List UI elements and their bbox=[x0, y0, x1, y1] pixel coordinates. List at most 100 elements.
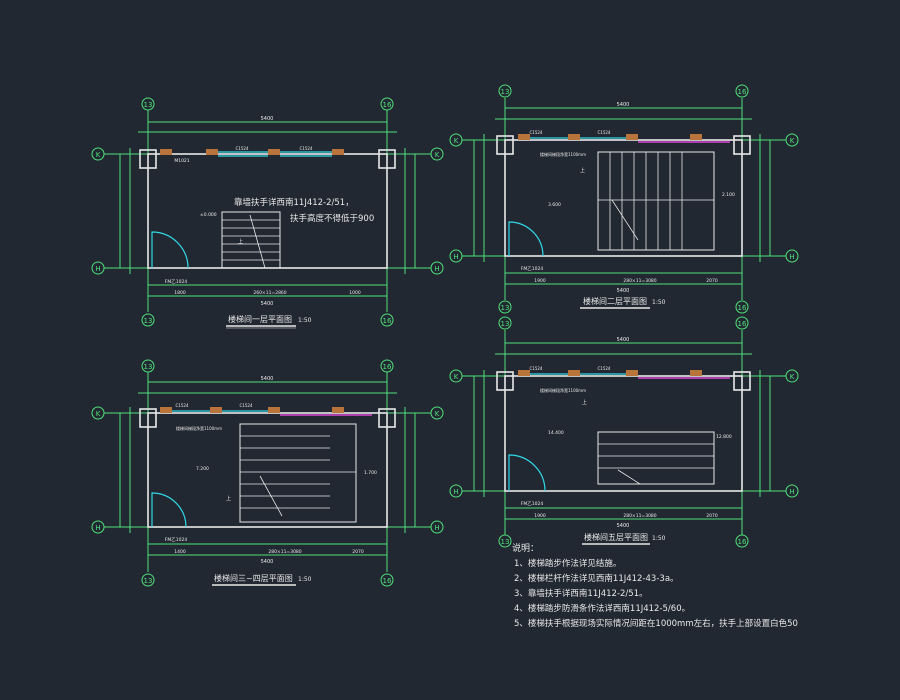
plan-title: 楼梯间五层平面图 bbox=[584, 532, 648, 542]
plan-title: 楼梯间二层平面图 bbox=[583, 296, 647, 306]
axis-label: K bbox=[96, 410, 101, 418]
notes-heading: 说明： bbox=[512, 542, 539, 554]
dim-sub: 1400 bbox=[174, 549, 186, 555]
dim-sub: 1900 bbox=[534, 278, 546, 284]
plan-third-fourth-floor: 13 16 13 16 K H K H 5400 5400 1400 280×1… bbox=[91, 359, 444, 587]
plan-scale: 1:50 bbox=[652, 299, 666, 306]
door-label: FM乙1024 bbox=[165, 536, 188, 543]
dim-sub: 1900 bbox=[534, 513, 546, 519]
axis-label: 16 bbox=[383, 363, 392, 371]
axis-label: 13 bbox=[144, 363, 153, 371]
dim-sub: 280×11=3080 bbox=[623, 278, 656, 284]
dim-overall: 5400 bbox=[617, 288, 630, 294]
plan-scale: 1:50 bbox=[298, 576, 312, 583]
axis-label: 13 bbox=[501, 88, 510, 96]
plan-second-floor: 13 16 13 16 K H K H 5400 5400 1900 280×1… bbox=[449, 84, 799, 314]
note-item: 1、楼梯踏步作法详见结施。 bbox=[514, 558, 621, 569]
axis-label: 13 bbox=[501, 304, 510, 312]
axis-label: K bbox=[790, 373, 795, 381]
dim-sub: 2070 bbox=[352, 549, 364, 555]
note-line: 楼梯间梯段净宽1100mm bbox=[540, 151, 586, 157]
dim-overall: 5400 bbox=[261, 116, 274, 122]
axis-label: 16 bbox=[383, 577, 392, 585]
note-item: 3、靠墙扶手详西南11J412-2/51。 bbox=[514, 588, 648, 599]
axis-label: 16 bbox=[383, 101, 392, 109]
note-line: 楼梯间梯段净宽1100mm bbox=[540, 387, 586, 393]
dim-overall: 5400 bbox=[261, 376, 274, 382]
window-label: C1524 bbox=[300, 146, 313, 151]
dim-overall: 5400 bbox=[617, 523, 630, 529]
level-mark: 3.600 bbox=[548, 202, 561, 208]
door-label: FM乙1024 bbox=[521, 265, 544, 272]
dim-overall: 5400 bbox=[261, 301, 274, 307]
up-label: 上 bbox=[238, 238, 243, 245]
dim-sub: 1000 bbox=[349, 290, 361, 296]
plan-title: 楼梯间三~四层平面图 bbox=[214, 573, 293, 583]
axis-label: K bbox=[454, 137, 459, 145]
axis-label: K bbox=[790, 137, 795, 145]
axis-label: 13 bbox=[144, 317, 153, 325]
axis-label: 16 bbox=[738, 88, 747, 96]
up-label: 上 bbox=[580, 167, 585, 174]
note-item: 5、楼梯扶手根据现场实际情况间距在1000mm左右，扶手上部设置白色50 bbox=[514, 618, 798, 629]
axis-label: H bbox=[95, 265, 100, 273]
window-label: C1524 bbox=[530, 130, 543, 135]
up-label: 上 bbox=[582, 399, 587, 406]
dim-sub: 260×11=2860 bbox=[253, 290, 286, 296]
level-mark: ±0.000 bbox=[200, 212, 217, 218]
dim-overall: 5400 bbox=[617, 102, 630, 108]
dim-mark: 1.700 bbox=[364, 470, 377, 476]
window-label: C1524 bbox=[240, 403, 253, 408]
axis-label: H bbox=[453, 253, 458, 261]
plan-fifth-floor: 13 16 13 16 K H K H 5400 5400 1900 280×1… bbox=[449, 316, 799, 548]
note-line: 楼梯间梯段净宽1100mm bbox=[176, 425, 222, 431]
note-line: 靠墙扶手详西南11J412-2/51， bbox=[234, 197, 354, 208]
window-label: C1524 bbox=[236, 146, 249, 151]
level-mark: 7.200 bbox=[196, 466, 209, 472]
dim-sub: 2070 bbox=[706, 278, 718, 284]
axis-label: 13 bbox=[501, 538, 510, 546]
axis-label: 16 bbox=[738, 538, 747, 546]
dim-sub: 2070 bbox=[706, 513, 718, 519]
axis-label: K bbox=[454, 373, 459, 381]
axis-label: 13 bbox=[144, 101, 153, 109]
note-item: 2、楼梯栏杆作法详见西南11J412-43-3a。 bbox=[514, 573, 679, 584]
axis-label: 13 bbox=[144, 577, 153, 585]
window-label: C1524 bbox=[598, 130, 611, 135]
door-label: FM乙1024 bbox=[165, 278, 188, 285]
plan-title: 楼梯间一层平面图 bbox=[228, 314, 292, 324]
axis-label: K bbox=[435, 151, 440, 159]
dim-mark: 2.100 bbox=[722, 192, 735, 198]
axis-label: H bbox=[434, 524, 439, 532]
axis-label: H bbox=[453, 488, 458, 496]
up-label: 上 bbox=[226, 495, 231, 502]
dim-sub: 1800 bbox=[174, 290, 186, 296]
level-mark: 14.400 bbox=[548, 430, 564, 436]
axis-label: K bbox=[96, 151, 101, 159]
note-item: 4、楼梯踏步防滑条作法详西南11J412-5/60。 bbox=[514, 603, 690, 614]
room-mark: M1021 bbox=[174, 158, 189, 164]
window-label: C1524 bbox=[176, 403, 189, 408]
plan-first-floor: 13 16 13 16 K H K H 5400 5400 1800 260×1… bbox=[91, 97, 444, 329]
dim-sub: 280×11=3080 bbox=[623, 513, 656, 519]
dim-mark: 12.800 bbox=[716, 434, 732, 440]
dim-overall: 5400 bbox=[617, 337, 630, 343]
note-line: 扶手高度不得低于900 bbox=[290, 213, 374, 224]
notes-block: 说明： 1、楼梯踏步作法详见结施。 2、楼梯栏杆作法详见西南11J412-43-… bbox=[512, 542, 798, 629]
plan-scale: 1:50 bbox=[298, 317, 312, 324]
axis-label: H bbox=[789, 488, 794, 496]
axis-label: H bbox=[789, 253, 794, 261]
axis-label: 16 bbox=[738, 304, 747, 312]
axis-label: 16 bbox=[738, 320, 747, 328]
dim-overall: 5400 bbox=[261, 559, 274, 565]
axis-label: 13 bbox=[501, 320, 510, 328]
window-label: C1524 bbox=[530, 366, 543, 371]
axis-label: 16 bbox=[383, 317, 392, 325]
plan-scale: 1:50 bbox=[652, 535, 666, 542]
door-label: FM乙1024 bbox=[521, 500, 544, 507]
axis-label: K bbox=[435, 410, 440, 418]
dim-sub: 280×11=3080 bbox=[268, 549, 301, 555]
axis-label: H bbox=[434, 265, 439, 273]
window-label: C1524 bbox=[598, 366, 611, 371]
